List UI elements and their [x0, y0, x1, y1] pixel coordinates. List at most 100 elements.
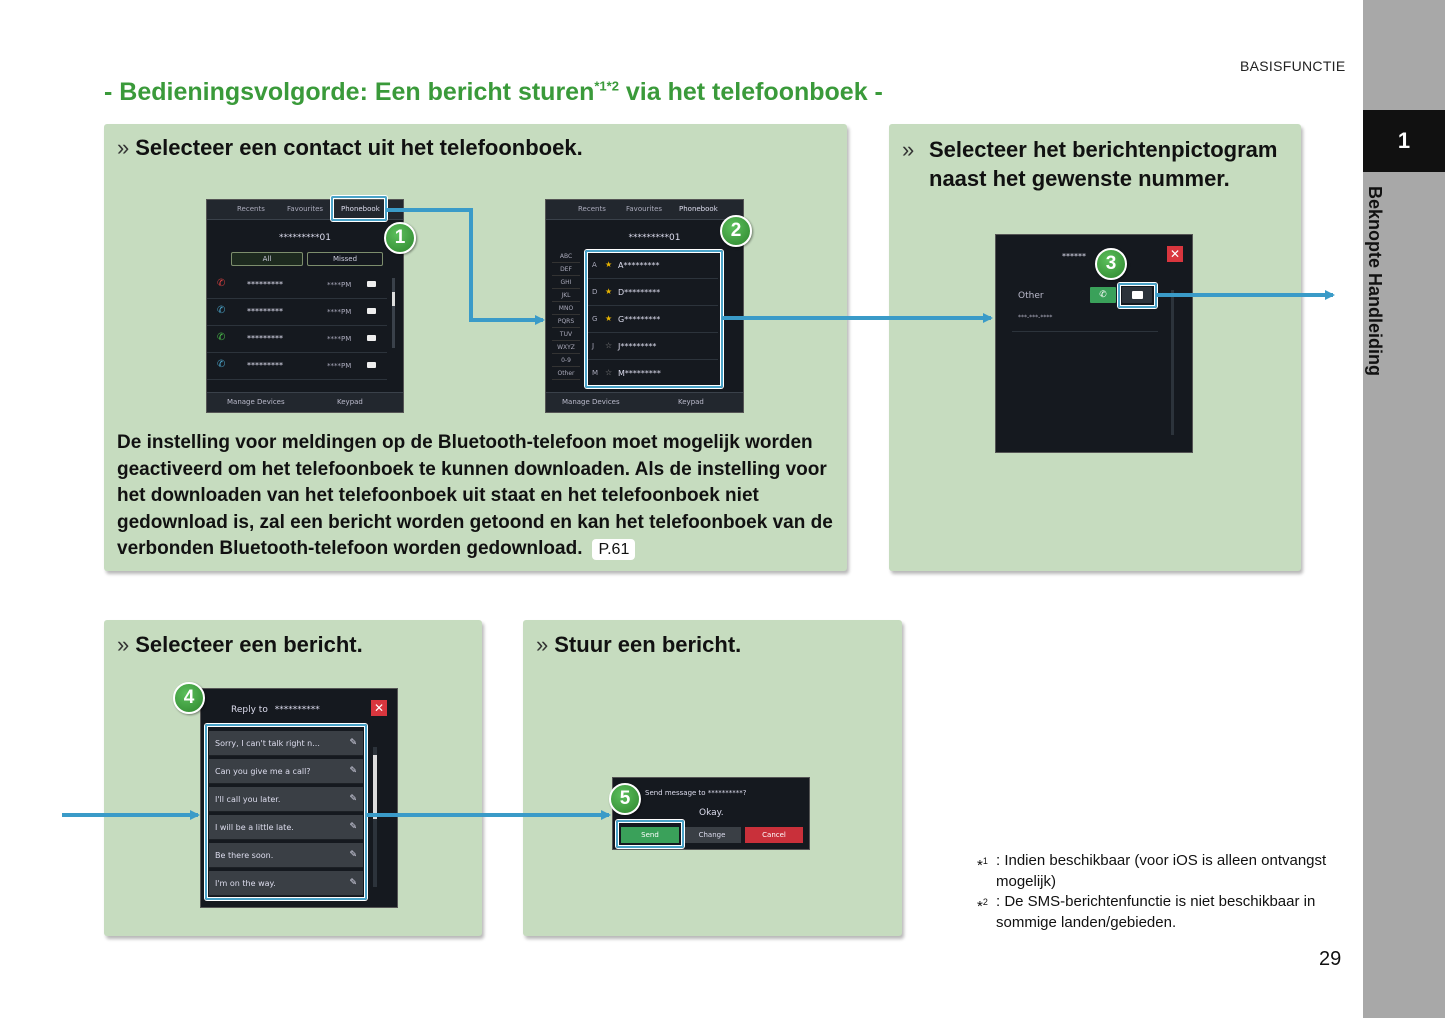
close-icon[interactable]: ✕: [371, 700, 387, 716]
filter-all[interactable]: All: [231, 252, 303, 266]
reply-option[interactable]: Be there soon. ✎: [209, 843, 363, 868]
chevron-right-icon: »: [902, 137, 915, 162]
call-name: *********: [247, 361, 283, 370]
step-panel-select-message-icon: » Selecteer het berichtenpictogram naast …: [889, 124, 1301, 571]
favourite-star-icon[interactable]: ★: [605, 314, 613, 323]
message-button[interactable]: [1122, 287, 1152, 303]
tab-phonebook[interactable]: Phonebook: [679, 205, 718, 213]
contact-row[interactable]: J☆J*********: [588, 333, 718, 360]
tab-recents[interactable]: Recents: [578, 205, 606, 213]
star-outline-icon[interactable]: ☆: [605, 368, 613, 377]
contact-letter: M: [592, 369, 599, 377]
keypad-button[interactable]: Keypad: [678, 398, 704, 406]
alpha-index-item[interactable]: Other: [552, 367, 580, 380]
edit-pencil-icon[interactable]: ✎: [349, 766, 357, 776]
step-heading-3: »Selecteer een bericht.: [117, 630, 363, 659]
edit-pencil-icon[interactable]: ✎: [349, 794, 357, 804]
alpha-index-item[interactable]: GHI: [552, 276, 580, 289]
change-button[interactable]: Change: [683, 827, 741, 843]
keypad-button[interactable]: Keypad: [337, 398, 363, 406]
cancel-button[interactable]: Cancel: [745, 827, 803, 843]
close-icon[interactable]: ✕: [1167, 246, 1183, 262]
contact-row[interactable]: G ★ G*********: [588, 306, 718, 333]
contact-letter: A: [592, 261, 597, 269]
alphabet-index[interactable]: ABC DEF GHI JKL MNO PQRS TUV WXYZ 0-9 Ot…: [552, 250, 580, 380]
tab-bar: Recents Favourites Phonebook: [207, 200, 403, 220]
message-icon: [367, 281, 376, 287]
footnote-1-marker: *1: [977, 851, 988, 877]
manage-devices-button[interactable]: Manage Devices: [562, 398, 620, 406]
contact-letter: G: [592, 315, 598, 323]
reply-text: Be there soon.: [215, 851, 274, 860]
page-reference[interactable]: P.61: [592, 539, 636, 561]
filter-missed[interactable]: Missed: [307, 252, 383, 266]
reply-option[interactable]: I'll call you later. ✎: [209, 787, 363, 812]
alpha-index-item[interactable]: DEF: [552, 263, 580, 276]
contact-name: A*********: [618, 261, 660, 270]
chevron-right-icon: »: [117, 632, 130, 657]
footnote-number: 2: [982, 897, 988, 907]
call-name: *********: [247, 280, 283, 289]
contact-row[interactable]: D★D*********: [588, 279, 718, 306]
screen-contact-detail: ****** ✕ Other ✆ ***-***-****: [995, 234, 1193, 453]
alpha-index-item[interactable]: ABC: [552, 250, 580, 263]
alpha-index-item[interactable]: MNO: [552, 302, 580, 315]
step-badge-4: 4: [173, 682, 205, 714]
favourite-star-icon[interactable]: ★: [605, 260, 613, 269]
tab-phonebook[interactable]: Phonebook: [341, 205, 380, 213]
alpha-index-item[interactable]: JKL: [552, 289, 580, 302]
reply-option[interactable]: I'm on the way.✎: [209, 871, 363, 896]
call-row[interactable]: ✆*************PM: [207, 326, 387, 353]
contact-row[interactable]: A ★ A*********: [588, 252, 718, 279]
call-row[interactable]: ✆*************PM: [207, 353, 387, 380]
phone-number: ***-***-****: [1018, 314, 1053, 321]
call-row[interactable]: ✆*************PM: [207, 272, 387, 299]
alpha-index-item[interactable]: 0-9: [552, 354, 580, 367]
reply-option[interactable]: I will be a little late.✎: [209, 815, 363, 840]
scrollbar[interactable]: [1171, 290, 1174, 435]
number-type-label: Other: [1018, 291, 1044, 301]
alpha-index-item[interactable]: PQRS: [552, 315, 580, 328]
edit-pencil-icon[interactable]: ✎: [349, 850, 357, 860]
reply-option[interactable]: Sorry, I can't talk right n...✎: [209, 731, 363, 756]
reply-text: I'll call you later.: [215, 795, 281, 804]
scrollbar[interactable]: [392, 278, 395, 348]
manage-devices-button[interactable]: Manage Devices: [227, 398, 285, 406]
contact-row[interactable]: M☆M*********: [588, 360, 718, 387]
page-title: - Bedieningsvolgorde: Een bericht sturen…: [104, 78, 883, 107]
footnote-number: 1: [982, 856, 988, 866]
contact-name: G*********: [618, 315, 661, 324]
tab-recents[interactable]: Recents: [237, 205, 265, 213]
call-row[interactable]: ✆*************PM: [207, 299, 387, 326]
highlight-contact-list: [585, 250, 723, 388]
device-number: *********01: [279, 233, 331, 243]
step-heading-2-text: Selecteer het berichtenpictogram naast h…: [929, 137, 1278, 191]
chapter-label: Beknopte Handleiding: [1365, 186, 1385, 377]
favourite-star-icon[interactable]: ★: [605, 287, 613, 296]
title-part-1: - Bedieningsvolgorde: Een bericht sturen: [104, 78, 595, 106]
step-heading-3-text: Selecteer een bericht.: [135, 632, 363, 657]
contact-name: J*********: [618, 342, 657, 351]
step-heading-4-text: Stuur een bericht.: [554, 632, 742, 657]
edit-pencil-icon[interactable]: ✎: [349, 878, 357, 888]
tab-favourites[interactable]: Favourites: [287, 205, 324, 213]
call-button[interactable]: ✆: [1090, 287, 1116, 303]
footnote-1-text: : Indien beschikbaar (voor iOS is alleen…: [996, 852, 1327, 890]
star-outline-icon[interactable]: ☆: [605, 341, 613, 350]
chevron-right-icon: »: [536, 632, 549, 657]
screen-send-confirm: Send message to **********? Okay. Send C…: [612, 777, 810, 850]
send-button[interactable]: Send: [621, 827, 679, 843]
reply-option[interactable]: Can you give me a call? ✎: [209, 759, 363, 784]
alpha-index-item[interactable]: WXYZ: [552, 341, 580, 354]
step-badge-1: 1: [384, 222, 416, 254]
tab-favourites[interactable]: Favourites: [626, 205, 663, 213]
step-panel-select-contact: »Selecteer een contact uit het telefoonb…: [104, 124, 847, 571]
scrollbar[interactable]: [373, 747, 377, 887]
tab-bar: Recents Favourites Phonebook: [546, 200, 743, 220]
call-time: ****PM: [327, 308, 352, 316]
reply-text: Can you give me a call?: [215, 767, 311, 776]
call-time: ****PM: [327, 335, 352, 343]
edit-pencil-icon[interactable]: ✎: [349, 738, 357, 748]
edit-pencil-icon[interactable]: ✎: [349, 822, 357, 832]
alpha-index-item[interactable]: TUV: [552, 328, 580, 341]
